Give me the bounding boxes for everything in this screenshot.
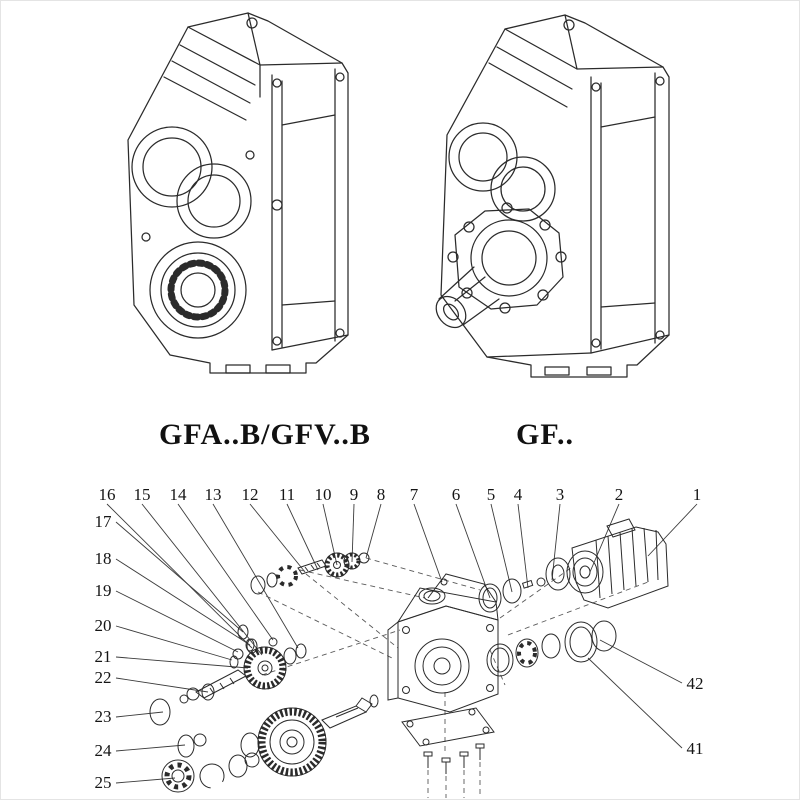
- motor-side-parts: [478, 557, 571, 613]
- bolt: [441, 757, 451, 774]
- exploded-parts-diagram: 16 15 14 13 12 11 10 9 8 7 6 5 4 3 2 1 1…: [95, 485, 704, 798]
- part-number-label: 6: [452, 485, 461, 504]
- part-number-label: 20: [95, 616, 112, 635]
- part-number-labels-right: 42 41: [687, 674, 704, 758]
- part-number-label: 3: [556, 485, 565, 504]
- part-number-label: 22: [95, 668, 112, 687]
- part-number-label: 14: [170, 485, 188, 504]
- part-number-label: 12: [242, 485, 259, 504]
- output-shaft-parts: [161, 694, 379, 793]
- bolt: [475, 743, 485, 760]
- output-flange: [447, 202, 567, 314]
- motor: [566, 518, 669, 609]
- part-number-label: 42: [687, 674, 704, 693]
- part-number-labels-left: 17 18 19 20 21 22 23 24 25: [95, 512, 113, 792]
- part-number-label: 16: [99, 485, 116, 504]
- part-number-label: 25: [95, 773, 112, 792]
- terminal-box: [606, 518, 636, 538]
- part-number-label: 11: [279, 485, 295, 504]
- output-cover-rings: [486, 620, 617, 677]
- right-product-label: GF..: [516, 418, 574, 451]
- output-bearing: [149, 241, 247, 339]
- part-number-label: 21: [95, 647, 112, 666]
- part-number-label: 4: [514, 485, 523, 504]
- part-number-label: 24: [95, 741, 113, 760]
- part-number-label: 9: [350, 485, 359, 504]
- left-product-label: GFA..B/GFV..B: [159, 418, 371, 451]
- right-product-drawing: [435, 14, 670, 378]
- part-number-label: 23: [95, 707, 112, 726]
- part-number-label: 5: [487, 485, 496, 504]
- leader-lines: [106, 503, 698, 784]
- filler-cap: [563, 19, 575, 31]
- gearbox-foot-mounted-drawing: [127, 12, 349, 374]
- part-number-label: 8: [377, 485, 386, 504]
- part-number-label: 15: [134, 485, 151, 504]
- filler-cap: [246, 17, 258, 29]
- part-number-label: 13: [205, 485, 222, 504]
- left-product-drawing: [127, 12, 349, 374]
- gasket-and-bolts: [401, 707, 495, 774]
- part-number-label: 19: [95, 581, 112, 600]
- part-number-label: 1: [693, 485, 702, 504]
- part-number-label: 2: [615, 485, 624, 504]
- bolt: [423, 751, 433, 768]
- gearbox-shaft-drawing: [435, 14, 670, 378]
- part-number-labels-top: 16 15 14 13 12 11 10 9 8 7 6 5 4 3 2 1: [99, 485, 702, 504]
- gear-housing: [387, 573, 499, 713]
- input-bores: [131, 126, 252, 239]
- part-number-label: 7: [410, 485, 419, 504]
- bolt: [459, 751, 469, 768]
- part-number-label: 18: [95, 549, 112, 568]
- input-shaft-parts: [250, 552, 370, 595]
- output-shaft: [435, 266, 500, 329]
- part-number-label: 17: [95, 512, 113, 531]
- intermediate-shaft-parts: [149, 624, 307, 726]
- part-number-label: 41: [687, 739, 704, 758]
- part-number-label: 10: [315, 485, 332, 504]
